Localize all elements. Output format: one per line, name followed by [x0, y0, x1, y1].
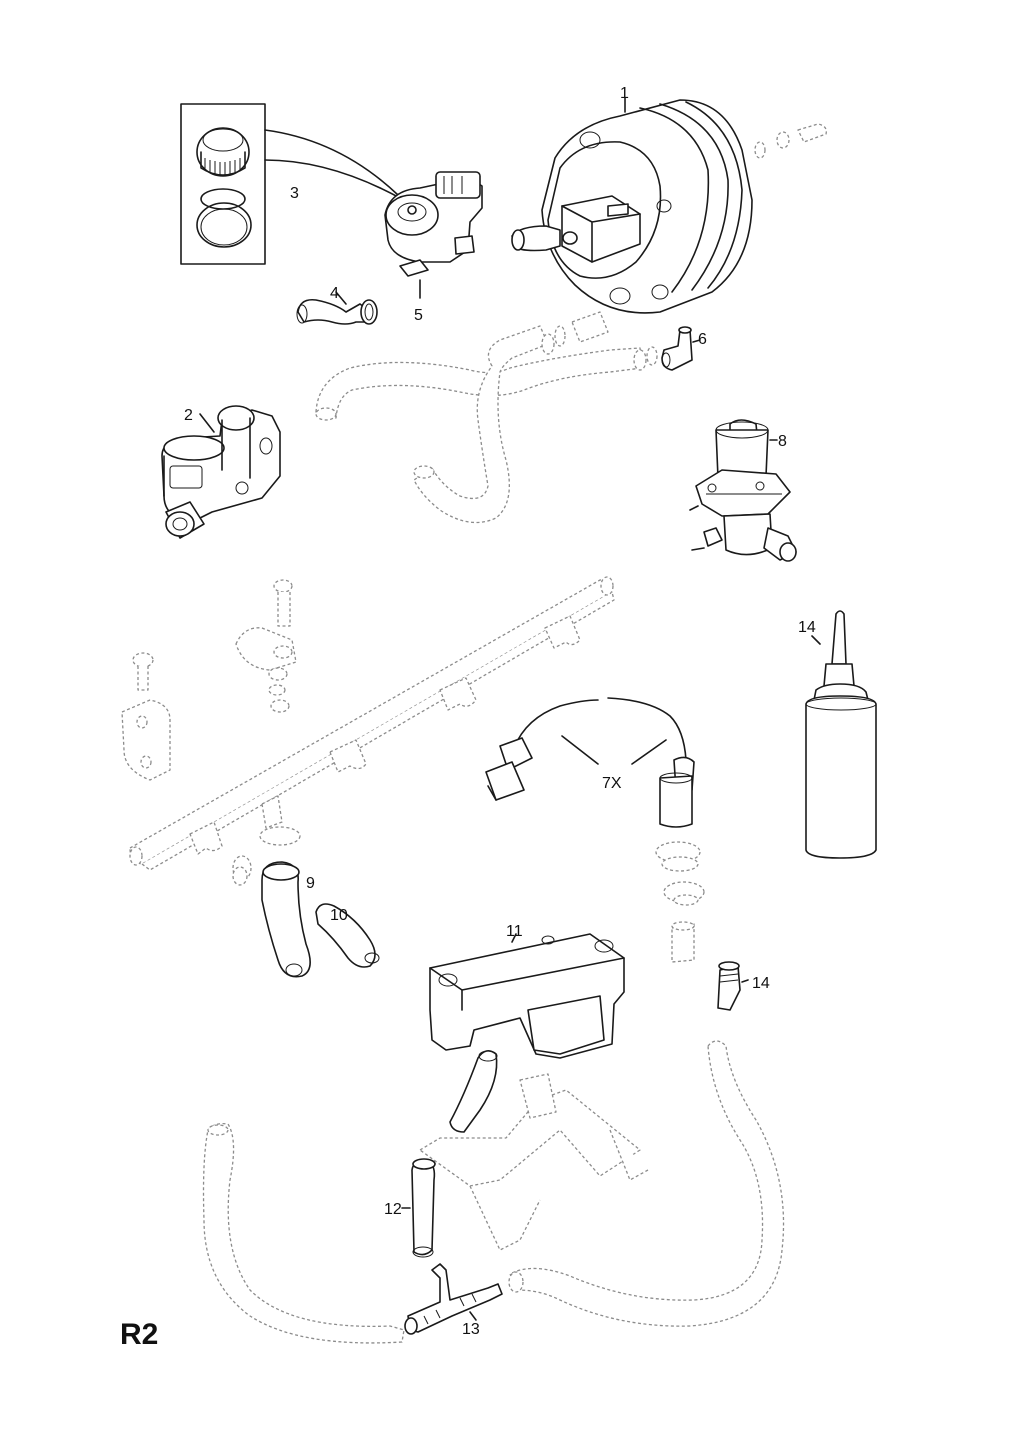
callout-14-bottle: 14: [798, 619, 816, 636]
callout-10: 10: [330, 907, 348, 924]
callout-6: 6: [698, 331, 707, 348]
callout-13: 13: [462, 1321, 480, 1338]
hose-assembly-upper: [315, 311, 658, 524]
part-10-hose[interactable]: [315, 903, 380, 968]
callout-12: 12: [384, 1201, 402, 1218]
callout-4: 4: [330, 285, 339, 302]
callout-5: 5: [414, 307, 423, 324]
callout-7x: 7X: [602, 775, 622, 792]
fuel-rail-assembly: [129, 576, 615, 871]
part-8-solenoid-valve[interactable]: [689, 419, 797, 562]
part-1-bolt-washers: [754, 123, 827, 159]
part-5-valve[interactable]: [384, 171, 483, 299]
callout-14-nipple: 14: [752, 975, 770, 992]
sensor-washers-bolt: [655, 841, 705, 963]
hose-assembly-lower: [202, 1040, 785, 1344]
callout-3: 3: [290, 185, 299, 202]
callout-11: 11: [506, 923, 523, 940]
part-7x-wiring-harness[interactable]: [485, 697, 695, 828]
part-3-filter-kit[interactable]: [180, 103, 401, 265]
callout-1: 1: [620, 85, 629, 102]
part-2-valve-unit[interactable]: [161, 405, 281, 539]
part-9-hose[interactable]: [261, 861, 311, 978]
part-14-sealant-bottle[interactable]: [805, 610, 877, 859]
part-13-t-connector[interactable]: [404, 1263, 503, 1335]
part-1-reducer[interactable]: [511, 97, 753, 314]
sensor-vacuum-hose: [449, 1050, 498, 1133]
callout-labels: 1 2 3 4 5 6 7X 8 9 10 11 12 13 14 14: [184, 85, 816, 1338]
part-4-hose-bend[interactable]: [296, 291, 378, 325]
part-12-hose[interactable]: [401, 1158, 436, 1258]
page-code: R2: [120, 1318, 158, 1351]
rail-mounting-bracket: [121, 579, 297, 781]
callout-8: 8: [778, 433, 787, 450]
part-11-pressure-sensor[interactable]: [429, 933, 625, 1059]
part-14-hose-nipple[interactable]: [717, 961, 749, 1011]
callout-9: 9: [306, 875, 315, 892]
callout-2: 2: [184, 407, 193, 424]
hose-clamps: [232, 826, 301, 886]
part-6-elbow-connector[interactable]: [661, 326, 701, 371]
